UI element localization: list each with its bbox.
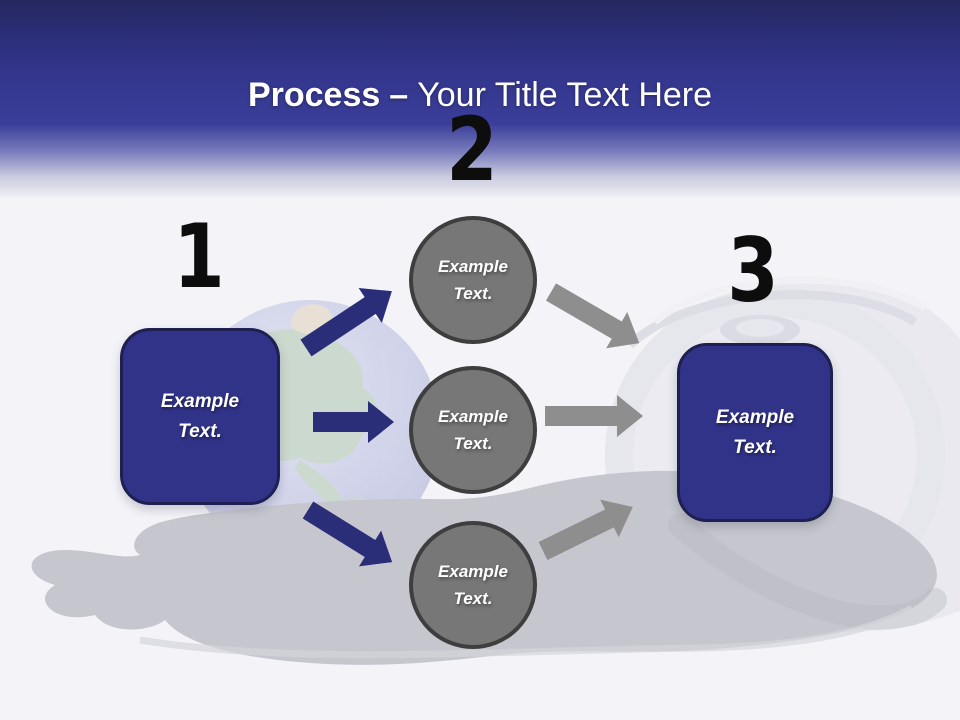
circle-top-line1: Example xyxy=(438,257,508,276)
blue-arrow-up-right xyxy=(300,287,392,357)
step1-text-box[interactable]: Example Text. xyxy=(120,328,280,505)
gray-arrow-down-right xyxy=(545,283,640,349)
step2-circle-bottom[interactable]: Example Text. xyxy=(409,521,537,649)
circle-top-line2: Text. xyxy=(453,284,493,303)
step-number-1: 1 xyxy=(173,205,225,308)
step3-box-line1: Example xyxy=(715,406,795,428)
step1-box-line1: Example xyxy=(160,390,240,412)
circle-bottom-line2: Text. xyxy=(453,589,493,608)
slide-title: Process–Your Title Text Here xyxy=(0,75,960,115)
title-separator: – xyxy=(389,75,409,114)
title-bar xyxy=(0,0,960,200)
circle-bottom-line1: Example xyxy=(438,562,508,581)
blue-arrow-right xyxy=(313,401,394,443)
circle-middle-line2: Text. xyxy=(453,434,493,453)
step-number-3: 3 xyxy=(727,219,779,322)
globe-land-central-america xyxy=(295,460,342,508)
barrel-shadow-on-spill xyxy=(668,513,947,630)
gray-arrow-right xyxy=(545,395,643,437)
step-number-2: 2 xyxy=(446,98,498,201)
step3-box-line2: Text. xyxy=(733,436,777,458)
circle-middle-line1: Example xyxy=(438,407,508,426)
title-text: Your Title Text Here xyxy=(417,75,713,114)
step2-circle-top[interactable]: Example Text. xyxy=(409,216,537,344)
title-emphasis: Process xyxy=(247,75,381,114)
step2-circle-middle[interactable]: Example Text. xyxy=(409,366,537,494)
globe-land-greenland xyxy=(290,304,333,335)
gray-arrow-up-right xyxy=(538,499,633,560)
blue-arrow-down-right xyxy=(302,501,393,567)
globe-land-south-america xyxy=(334,497,377,556)
barrel-rim-highlight xyxy=(652,276,927,325)
step1-box-line2: Text. xyxy=(178,420,222,442)
step3-text-box[interactable]: Example Text. xyxy=(677,343,833,522)
